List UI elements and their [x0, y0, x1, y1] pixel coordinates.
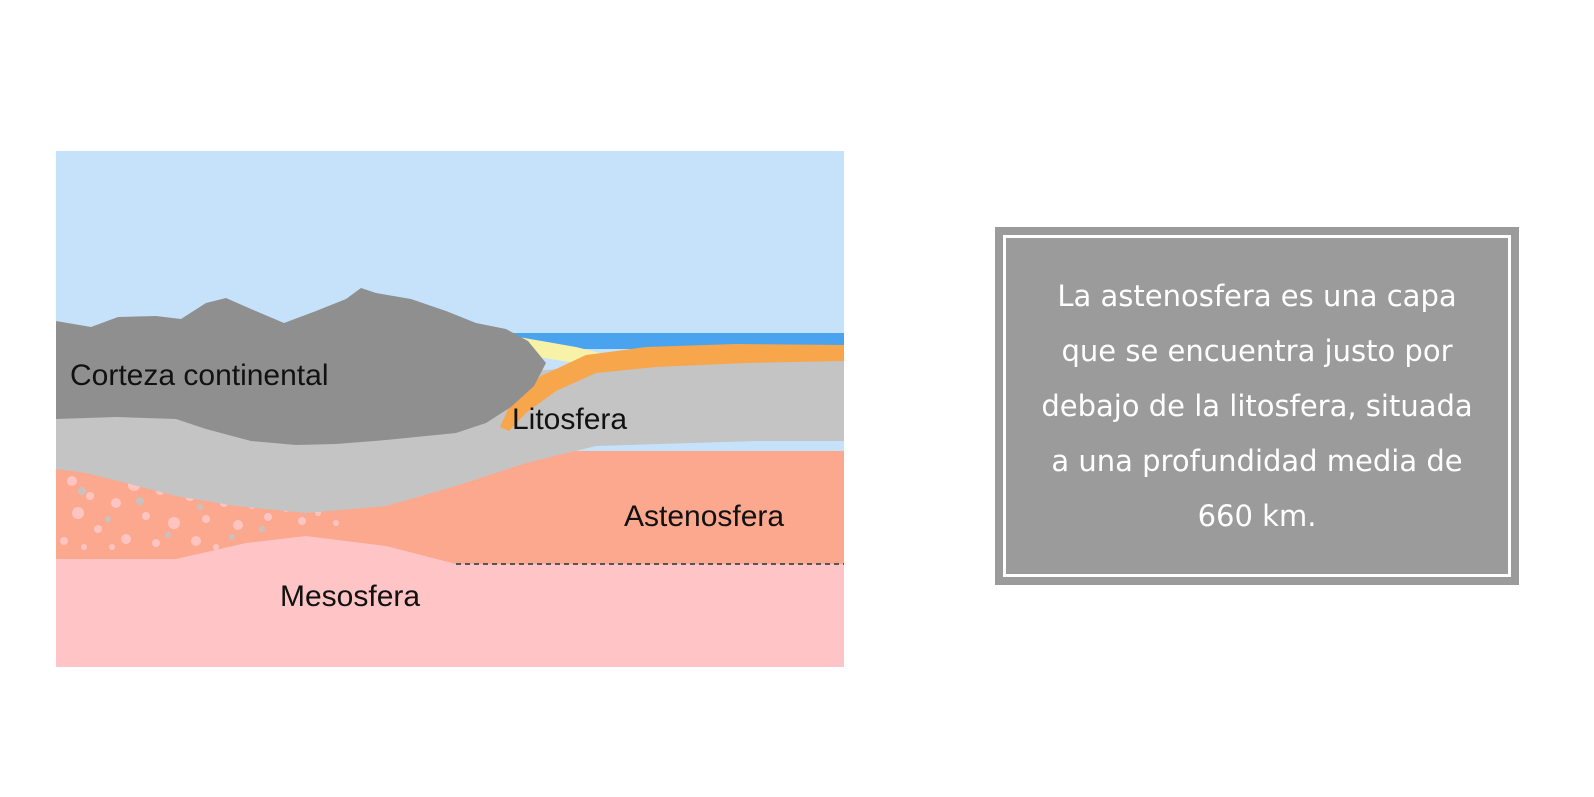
info-box-frame: La astenosfera es una capa que se encuen…: [1003, 235, 1511, 577]
astenosfera-texture-grey: [78, 470, 297, 540]
label-astenosfera: Astenosfera: [624, 500, 784, 533]
label-litosfera: Litosfera: [512, 403, 627, 436]
info-text: La astenosfera es una capa que se encuen…: [1041, 278, 1473, 533]
earth-layers-svg: Corteza continental Litosfera Astenosfer…: [56, 151, 844, 667]
oceanic-crust: [500, 344, 844, 431]
label-mesosfera: Mesosfera: [280, 580, 420, 613]
corteza-continental: [56, 288, 546, 445]
earth-layers-diagram: Corteza continental Litosfera Astenosfer…: [56, 151, 844, 667]
info-box: La astenosfera es una capa que se encuen…: [995, 227, 1519, 585]
label-corteza-continental: Corteza continental: [70, 359, 329, 392]
